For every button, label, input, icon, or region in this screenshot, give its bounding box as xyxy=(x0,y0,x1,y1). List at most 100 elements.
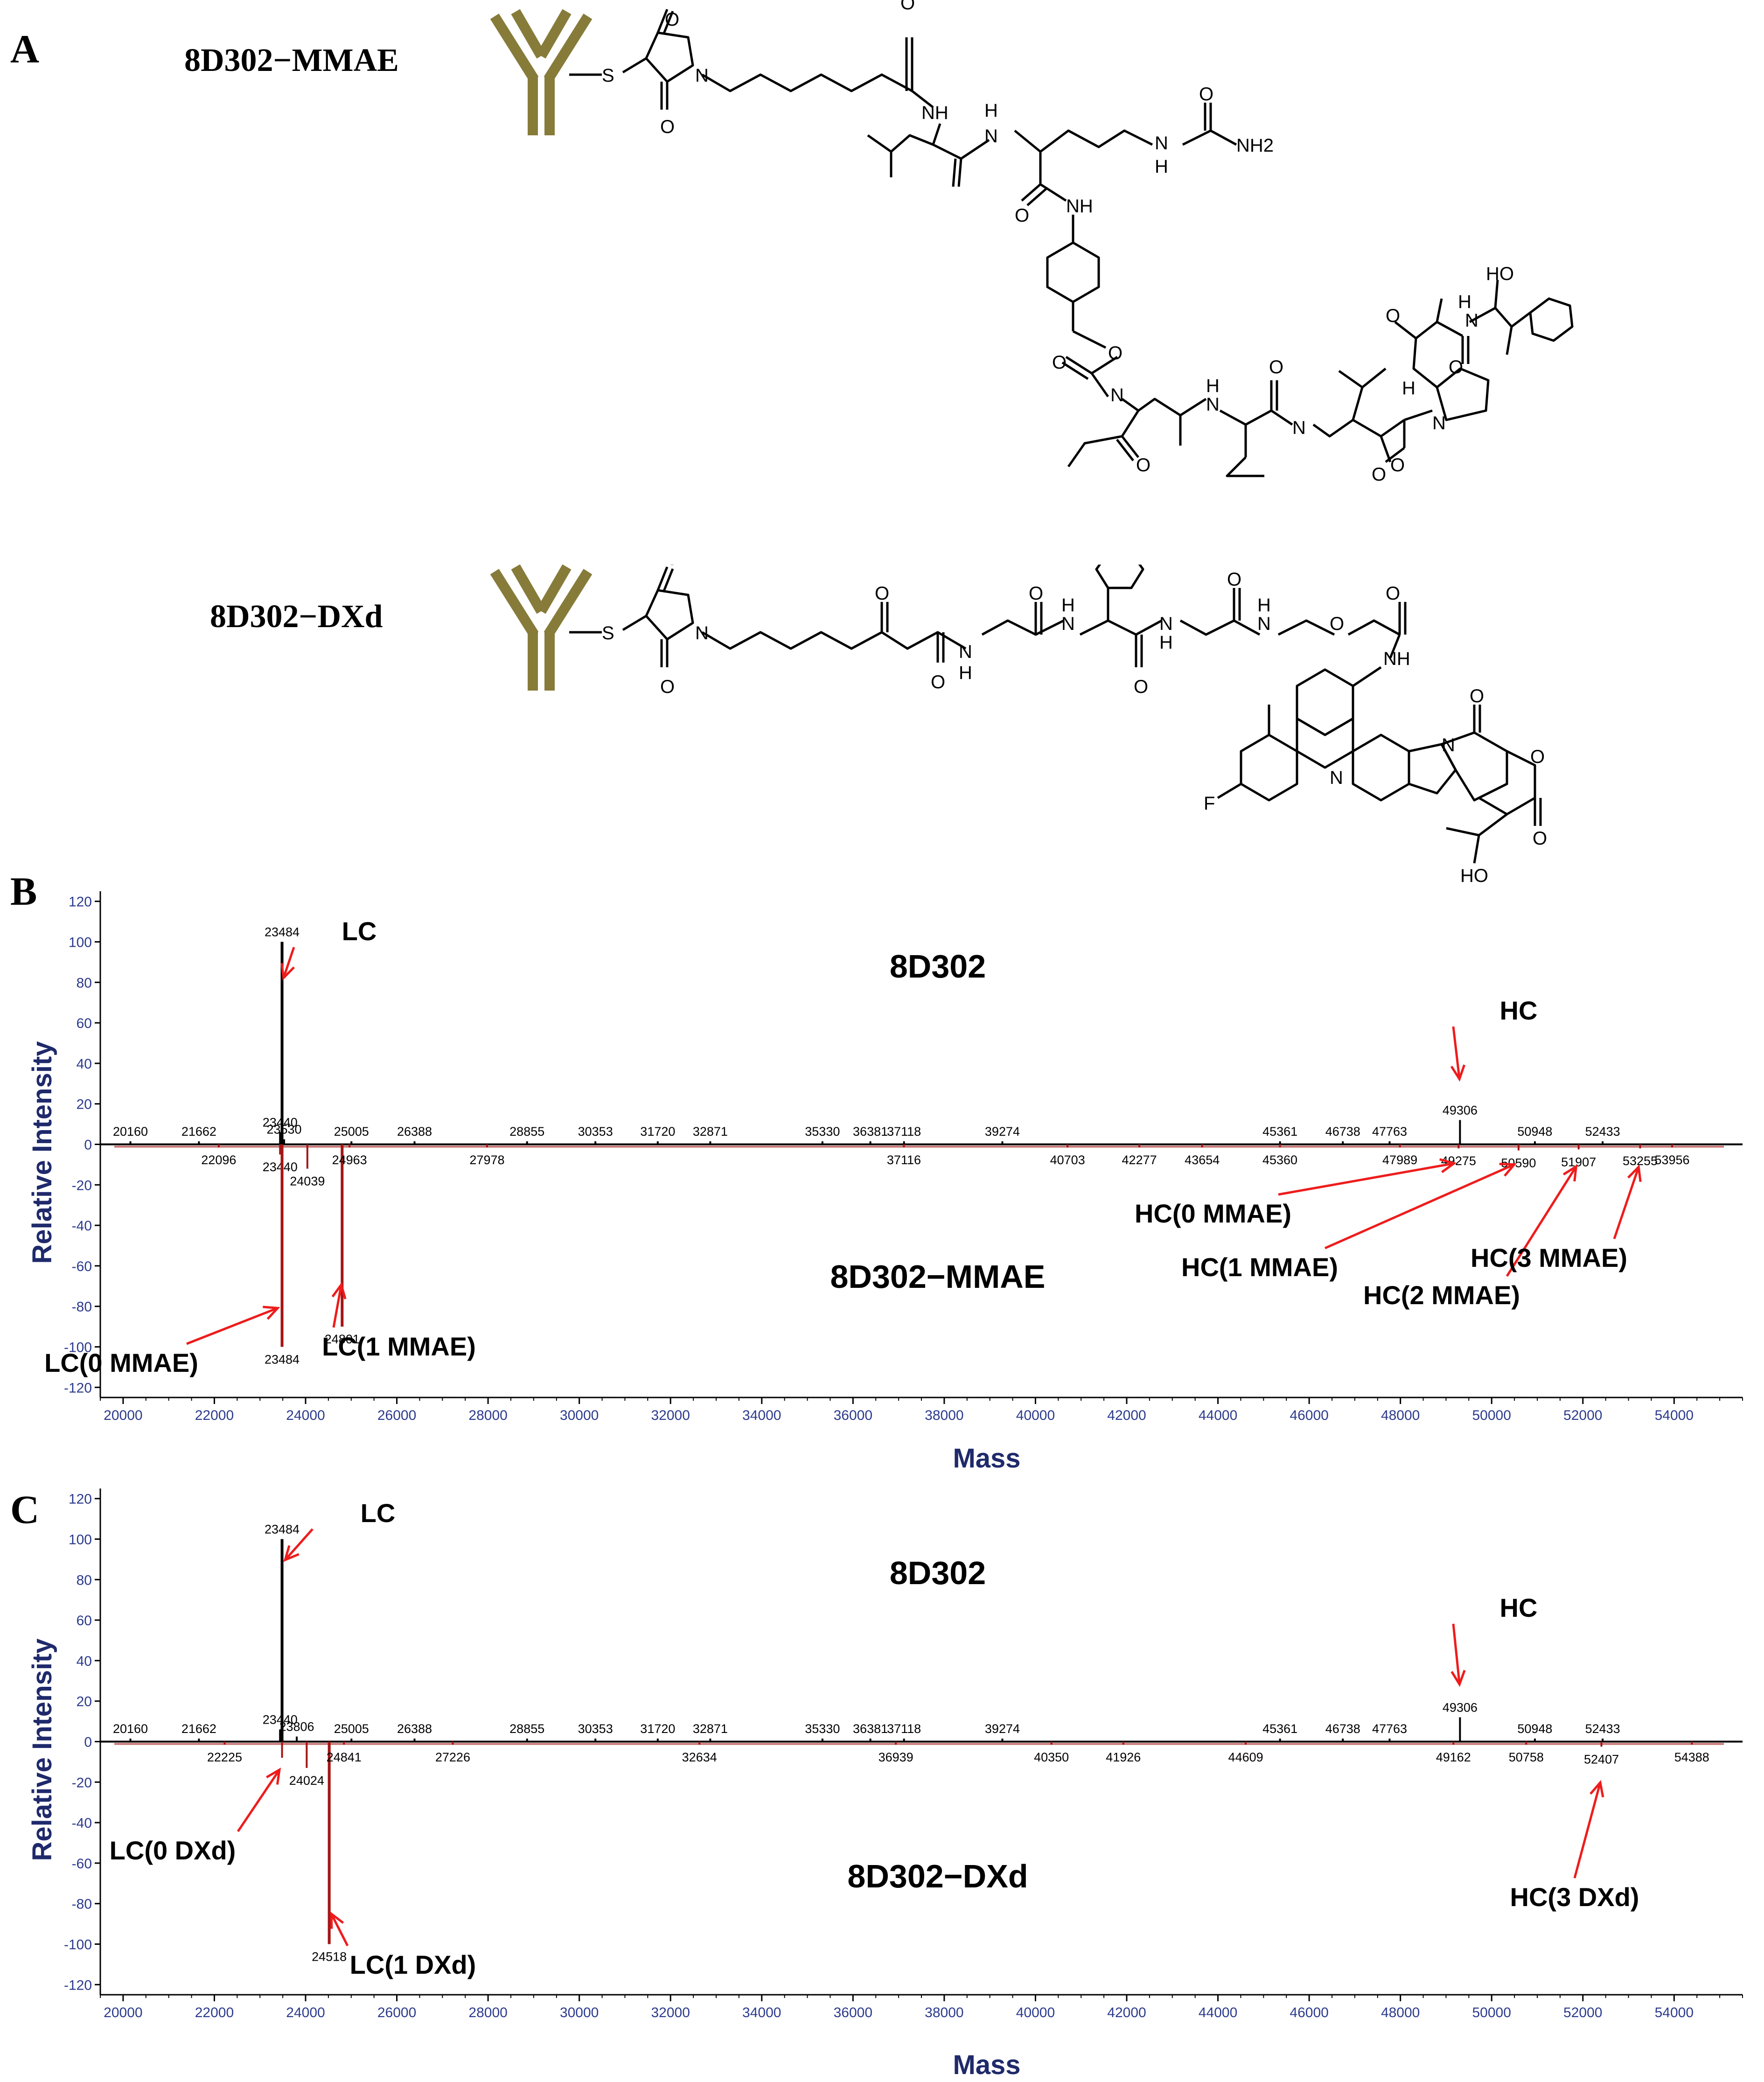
x-tick-label: 40000 xyxy=(1016,1408,1055,1423)
red-arrow xyxy=(1450,1026,1466,1082)
peak-mass-label: 47763 xyxy=(1372,1722,1407,1736)
peak-mass-label: 35330 xyxy=(805,1722,840,1736)
peak-mass-label: 51907 xyxy=(1561,1155,1596,1169)
mass-spectrum-chart-b: 120100806040200-20-40-60-80-100-12020000… xyxy=(27,891,1743,1474)
red-arrow xyxy=(1450,1623,1466,1687)
y-tick-label: -40 xyxy=(72,1218,92,1234)
peak-mass-label: 37118 xyxy=(887,1722,921,1736)
svg-text:H: H xyxy=(1061,595,1075,615)
x-tick-label: 38000 xyxy=(925,2005,963,2020)
y-tick-label: -20 xyxy=(72,1775,92,1790)
svg-text:O: O xyxy=(1015,205,1029,226)
panel-c-label: C xyxy=(10,1487,40,1532)
svg-text:O: O xyxy=(1269,357,1283,377)
svg-text:NH: NH xyxy=(921,103,948,123)
peak-mass-label: 41926 xyxy=(1106,1750,1141,1764)
y-axis-label: Relative Intensity xyxy=(27,1041,57,1264)
panel-b-label: B xyxy=(10,869,37,914)
y-tick-label: -100 xyxy=(64,1340,92,1355)
peak-mass-label: 24963 xyxy=(332,1153,367,1167)
red-arrow xyxy=(237,1768,281,1832)
peak-mass-label: 46738 xyxy=(1325,1722,1360,1736)
x-tick-label: 22000 xyxy=(195,2005,234,2020)
peak-mass-label: 50758 xyxy=(1509,1750,1544,1764)
peak-mass-label: 50948 xyxy=(1517,1125,1552,1139)
svg-text:O: O xyxy=(931,672,945,692)
svg-text:O: O xyxy=(900,0,915,14)
peak-mass-label: 49162 xyxy=(1436,1750,1471,1764)
peak-mass-label: 31720 xyxy=(640,1722,675,1736)
x-axis-label: Mass xyxy=(953,1443,1020,1474)
peak-mass-label: 45361 xyxy=(1262,1125,1297,1139)
svg-text:O: O xyxy=(1199,84,1213,105)
svg-text:NH: NH xyxy=(1066,196,1093,217)
x-tick-label: 26000 xyxy=(377,2005,416,2020)
x-tick-label: 48000 xyxy=(1381,2005,1420,2020)
svg-text:H: H xyxy=(1458,292,1471,312)
svg-text:O: O xyxy=(1470,686,1484,706)
svg-text:N: N xyxy=(695,623,709,643)
peak-mass-label: 35330 xyxy=(805,1125,840,1139)
peak-mass-label: 24039 xyxy=(290,1174,325,1188)
svg-text:N: N xyxy=(1257,614,1271,634)
x-tick-label: 42000 xyxy=(1107,2005,1146,2020)
svg-text:S: S xyxy=(602,623,614,643)
y-tick-label: 80 xyxy=(77,975,92,991)
y-tick-label: 100 xyxy=(69,935,92,950)
y-tick-label: 120 xyxy=(69,1492,92,1507)
y-tick-label: -60 xyxy=(72,1856,92,1872)
y-tick-label: -120 xyxy=(64,1380,92,1396)
peak-mass-label: 21662 xyxy=(181,1722,216,1736)
x-tick-label: 44000 xyxy=(1199,2005,1237,2020)
red-arrow xyxy=(1278,1158,1457,1196)
peak-mass-label: 47763 xyxy=(1372,1125,1407,1139)
svg-text:H: H xyxy=(1155,156,1168,177)
svg-text:HO: HO xyxy=(1486,264,1514,284)
peak-annotation-label: LC(1 MMAE) xyxy=(322,1332,476,1361)
svg-text:H: H xyxy=(1206,376,1220,396)
x-tick-label: 42000 xyxy=(1107,1408,1146,1423)
x-tick-label: 46000 xyxy=(1290,1408,1328,1423)
peak-mass-label: 36381 xyxy=(853,1125,888,1139)
y-tick-label: -20 xyxy=(72,1178,92,1193)
x-tick-label: 32000 xyxy=(651,1408,690,1423)
peak-mass-label: 54388 xyxy=(1674,1750,1709,1764)
peak-mass-label: 45360 xyxy=(1262,1153,1297,1167)
peak-mass-label: 30353 xyxy=(578,1722,613,1736)
peak-mass-label: 49306 xyxy=(1443,1103,1478,1117)
svg-text:N: N xyxy=(959,642,972,662)
x-tick-label: 52000 xyxy=(1563,1408,1602,1423)
peak-mass-label: 21662 xyxy=(181,1125,216,1139)
peak-mass-label: 37116 xyxy=(887,1153,921,1167)
y-tick-label: 80 xyxy=(77,1572,92,1588)
x-tick-label: 46000 xyxy=(1290,2005,1328,2020)
peak-annotation-label: HC(0 MMAE) xyxy=(1135,1199,1291,1228)
svg-text:H: H xyxy=(1402,378,1415,398)
peak-annotation-label: HC(2 MMAE) xyxy=(1363,1280,1520,1310)
peak-mass-label: 46738 xyxy=(1325,1125,1360,1139)
x-tick-label: 52000 xyxy=(1563,2005,1602,2020)
svg-text:N: N xyxy=(1159,614,1173,634)
x-tick-label: 32000 xyxy=(651,2005,690,2020)
peak-mass-label: 52433 xyxy=(1585,1722,1620,1736)
peak-mass-label: 26388 xyxy=(397,1722,432,1736)
svg-text:O: O xyxy=(1533,828,1547,849)
x-tick-label: 34000 xyxy=(742,1408,781,1423)
y-tick-label: 120 xyxy=(69,894,92,910)
red-arrow xyxy=(280,947,295,981)
peak-annotation-label: HC(3 MMAE) xyxy=(1471,1243,1627,1272)
svg-text:N: N xyxy=(984,126,998,147)
peak-mass-label: 23440 xyxy=(263,1115,298,1129)
y-tick-label: -100 xyxy=(64,1937,92,1953)
x-tick-label: 28000 xyxy=(468,1408,507,1423)
svg-text:N: N xyxy=(695,65,709,86)
peak-mass-label: 52407 xyxy=(1584,1752,1619,1766)
peak-mass-label: 23806 xyxy=(279,1720,314,1734)
antibody-icon-mmae xyxy=(490,9,593,135)
peak-mass-label: 22096 xyxy=(201,1153,236,1167)
svg-text:O: O xyxy=(1052,352,1067,373)
peak-mass-label: 40350 xyxy=(1034,1750,1069,1764)
peak-annotation-label: LC(0 MMAE) xyxy=(44,1348,198,1377)
peak-mass-label: 22225 xyxy=(207,1750,242,1764)
svg-text:H: H xyxy=(1159,632,1173,653)
